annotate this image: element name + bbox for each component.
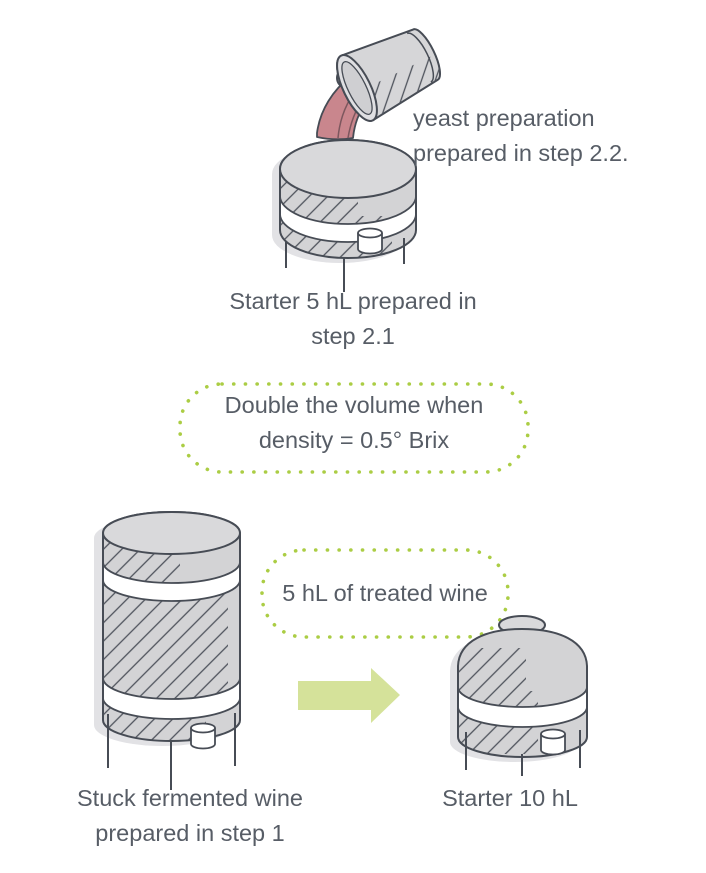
starter-5hl-caption-line1: Starter 5 hL prepared in (229, 288, 477, 314)
tank-legs (107, 713, 236, 790)
right-arrow-icon (298, 668, 400, 723)
tank-spout (540, 734, 566, 756)
yeast-note-line1: yeast preparation (413, 105, 595, 131)
starter-5hl-caption-line2: step 2.1 (311, 323, 395, 349)
yeast-note: yeast preparation prepared in step 2.2. (413, 101, 683, 171)
double-volume-line1: Double the volume when (224, 392, 484, 418)
tank-legs (465, 730, 581, 776)
tank-top (279, 139, 417, 199)
double-volume-callout: Double the volume when density = 0.5° Br… (180, 388, 528, 458)
stuck-wine-tank (94, 511, 241, 790)
tank-spout (357, 233, 383, 255)
tank-spout-top (357, 227, 383, 239)
yeast-note-line2: prepared in step 2.2. (413, 140, 629, 166)
double-volume-line2: density = 0.5° Brix (258, 427, 450, 453)
starter-5hl-tank (272, 139, 417, 292)
starter-10hl-caption-line1: Starter 10 hL (442, 785, 578, 811)
tank-spout-top (540, 728, 566, 740)
starter-10hl-tank (450, 615, 588, 776)
stuck-wine-caption-line1: Stuck fermented wine (77, 785, 303, 811)
tank-spout-top (190, 722, 216, 734)
tank-legs (285, 238, 405, 292)
tank-outline (457, 627, 588, 758)
bucket-hatching (355, 54, 450, 126)
treated-wine-callout-border (260, 548, 510, 639)
tank-spout (190, 728, 216, 750)
starter-10hl-caption: Starter 10 hL (405, 781, 615, 816)
pouring-bucket-icon (336, 28, 450, 126)
stuck-wine-caption: Stuck fermented wine prepared in step 1 (40, 781, 340, 851)
bucket-base-rim (406, 32, 435, 83)
starter-5hl-caption: Starter 5 hL prepared in step 2.1 (168, 284, 538, 354)
bucket-mouth-inner (341, 60, 373, 116)
tank-top (102, 511, 241, 555)
treated-wine-line1: 5 hL of treated wine (282, 580, 488, 606)
stuck-wine-caption-line2: prepared in step 1 (95, 820, 285, 846)
treated-wine-callout: 5 hL of treated wine (262, 576, 508, 611)
